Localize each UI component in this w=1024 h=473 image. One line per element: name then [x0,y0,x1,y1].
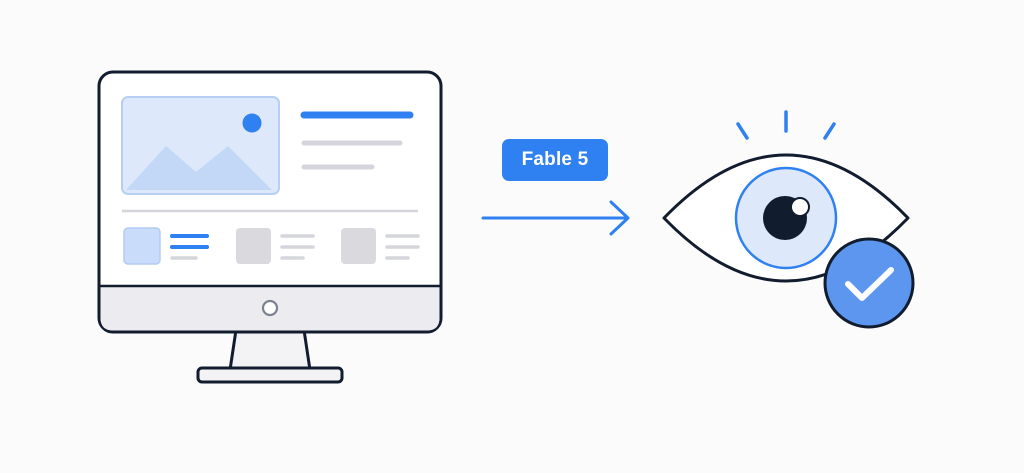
check-circle-icon [823,237,915,329]
card-thumbnail [236,228,271,264]
card-item [341,228,420,264]
image-sun-dot [242,113,262,133]
arrow-right-icon [481,200,630,236]
monitor-stand-neck [228,328,312,372]
eye-ray [736,122,749,140]
card-thumbnail [123,227,161,265]
step-label-badge: Fable 5 [502,139,608,181]
card-thumbnail [341,228,376,264]
eye-highlight [790,197,810,217]
eye-ray [823,122,836,140]
card-item [123,227,209,265]
monitor-stand-base [196,366,344,384]
monitor-power-button [261,299,279,317]
card-item [236,228,315,264]
step-label-text: Fable 5 [521,149,589,170]
monitor-icon [97,70,443,384]
image-placeholder-icon [121,96,280,195]
